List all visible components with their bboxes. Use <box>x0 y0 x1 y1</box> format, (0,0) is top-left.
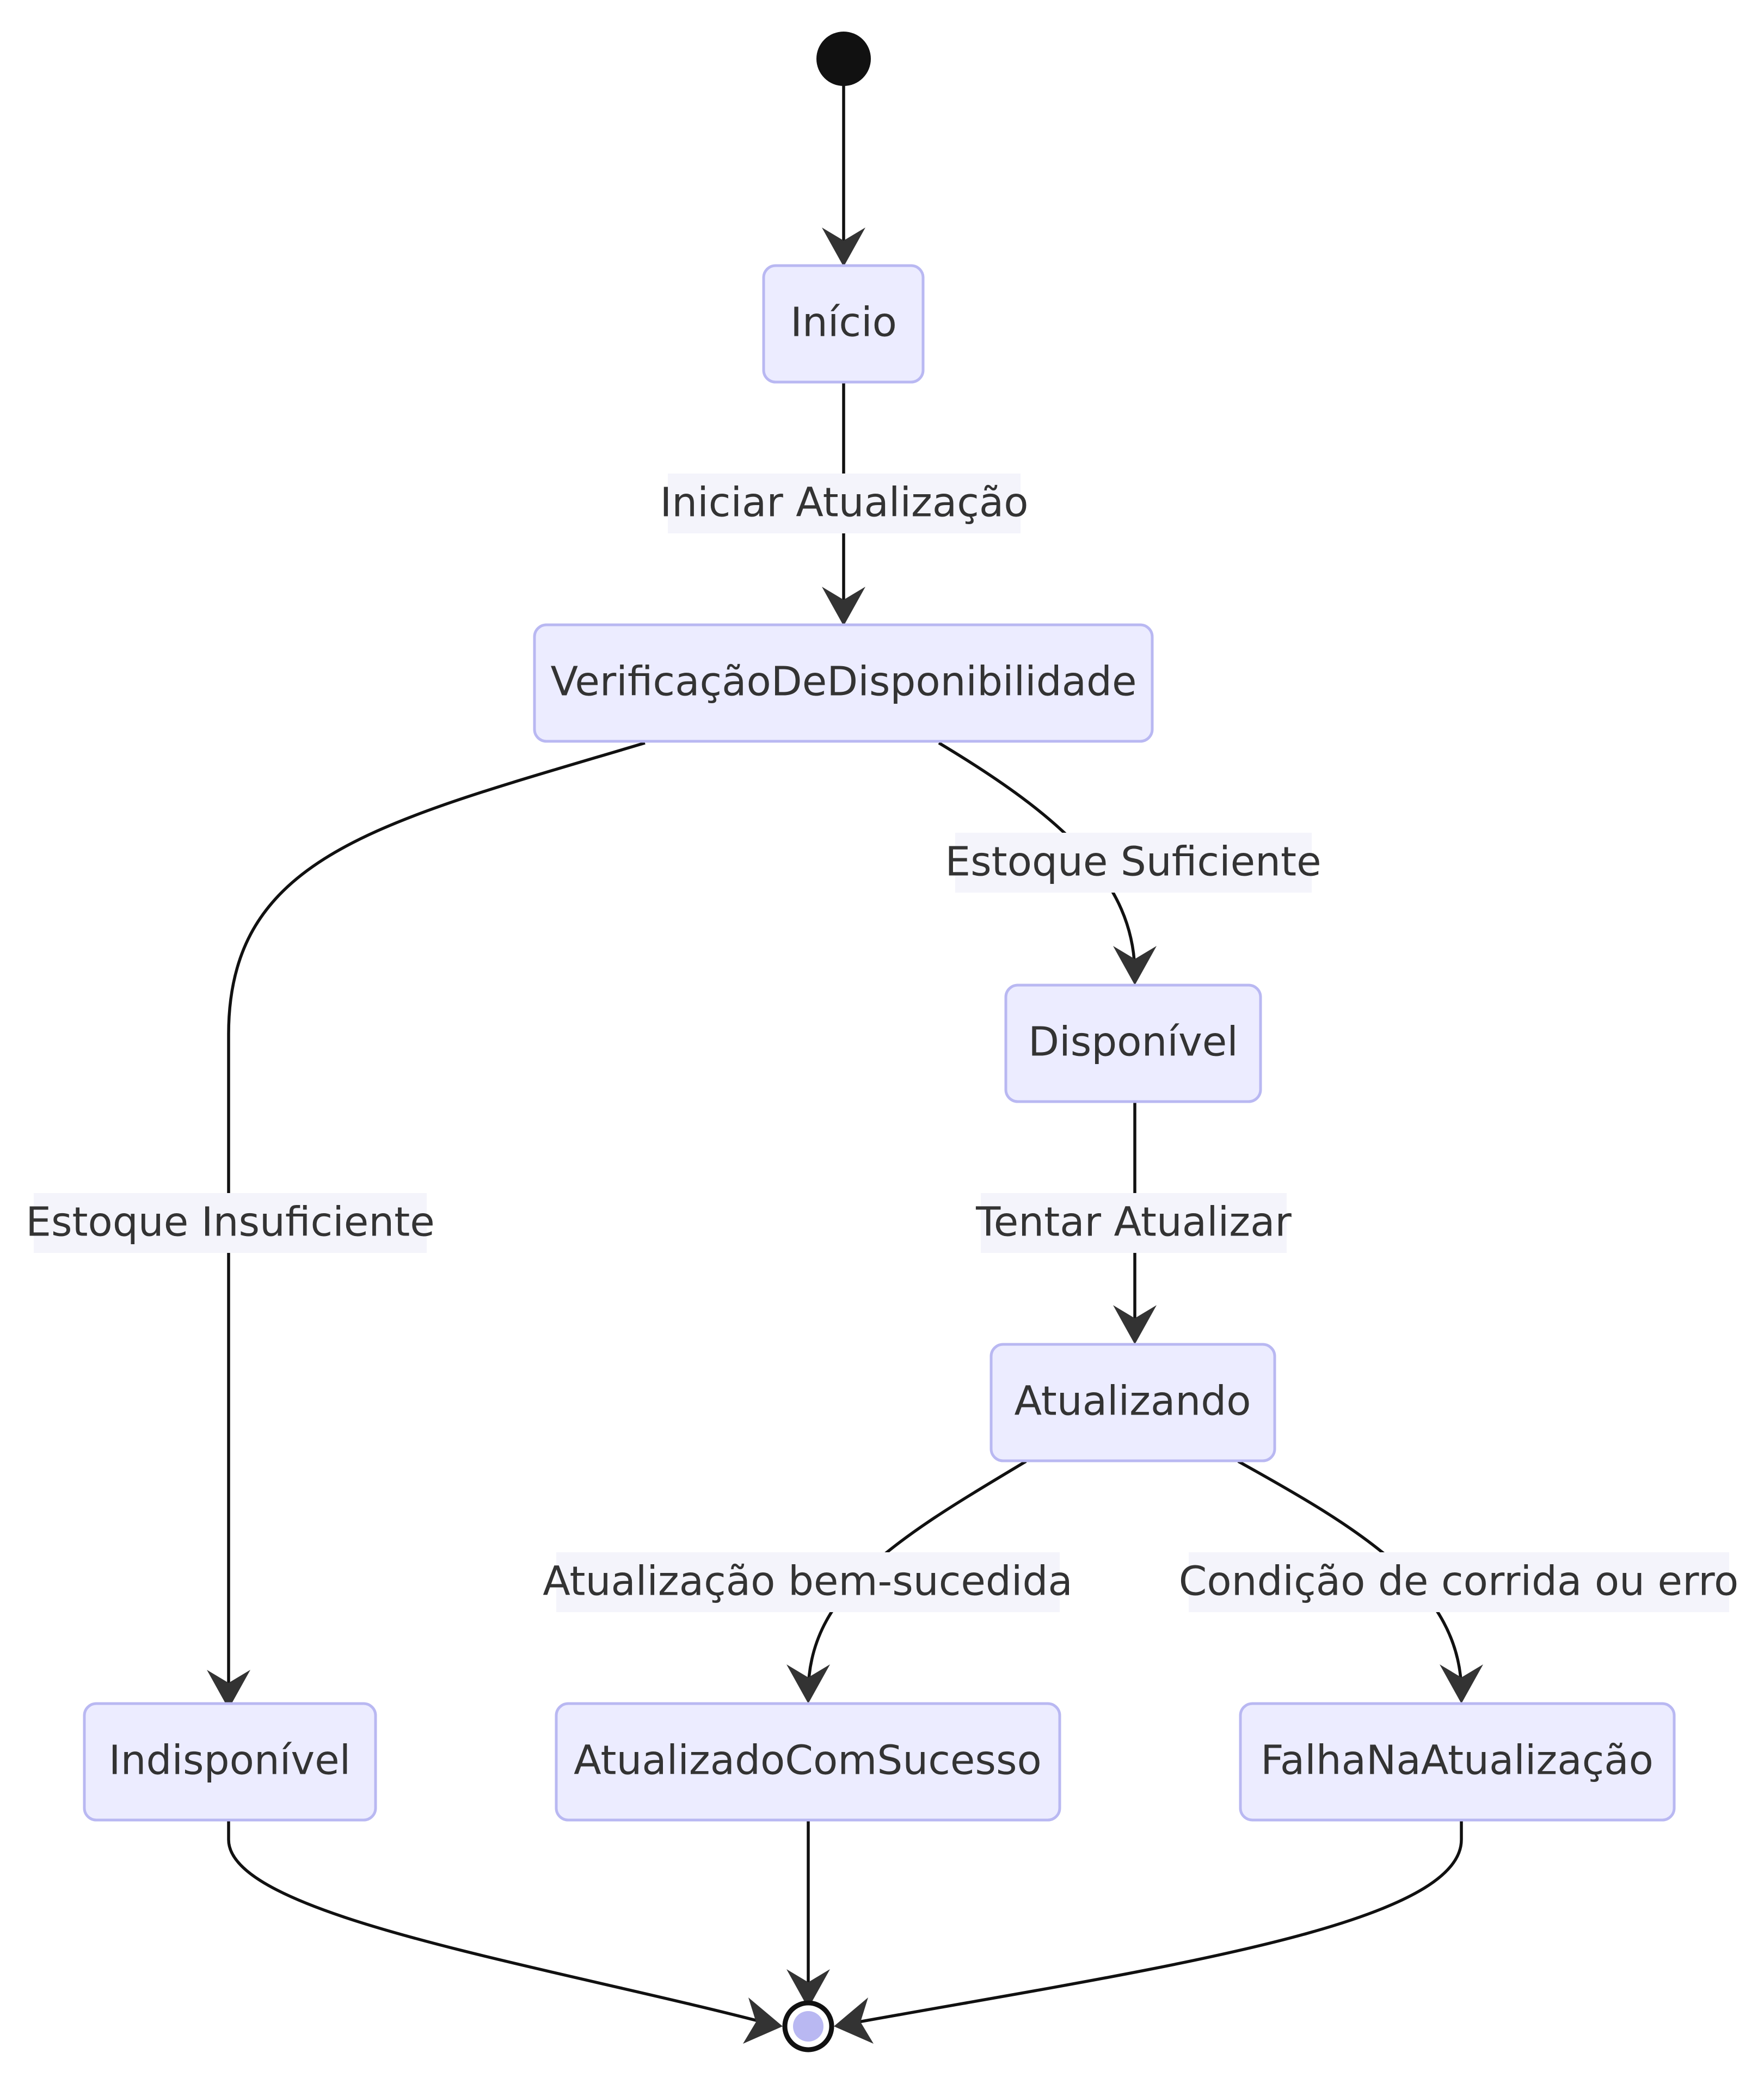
edge-verificacao-to-indisponivel <box>227 741 646 1698</box>
arrowhead-sucesso <box>786 1664 830 1704</box>
arrowhead-end-from-indisponivel <box>743 1997 783 2044</box>
state-indisponivel-label: Indisponível <box>109 1737 351 1784</box>
state-inicio-label: Início <box>790 299 897 346</box>
arrowhead-verificacao <box>822 587 865 626</box>
state-falha-label: FalhaNaAtualização <box>1261 1737 1654 1784</box>
edge-falha-to-end <box>843 1821 1463 2026</box>
arrowhead-end-from-falha <box>834 1997 874 2044</box>
end-state <box>782 2000 834 2052</box>
state-indisponivel: Indisponível <box>83 1702 377 1822</box>
transition-label-bem-sucedida: Atualização bem-sucedida <box>543 1552 1073 1612</box>
state-atualizando: Atualizando <box>989 1343 1276 1462</box>
state-inicio: Início <box>762 264 925 384</box>
transition-label-insuficiente: Estoque Insuficiente <box>26 1193 435 1253</box>
state-sucesso: AtualizadoComSucesso <box>555 1702 1061 1822</box>
transition-corrida-text: Condição de corrida ou erro <box>1179 1558 1739 1605</box>
state-disponivel-label: Disponível <box>1028 1019 1238 1066</box>
transition-label-iniciar: Iniciar Atualização <box>660 474 1029 533</box>
edge-indisponivel-to-end <box>227 1821 773 2026</box>
start-state <box>816 32 871 86</box>
arrowhead-falha <box>1440 1664 1483 1704</box>
transition-label-corrida: Condição de corrida ou erro <box>1179 1552 1739 1612</box>
state-falha: FalhaNaAtualização <box>1239 1702 1676 1822</box>
arrowhead-inicio <box>822 228 865 267</box>
transition-label-tentar: Tentar Atualizar <box>975 1193 1292 1253</box>
transition-iniciar-text: Iniciar Atualização <box>660 480 1028 526</box>
arrowhead-indisponivel <box>207 1670 250 1709</box>
state-atualizando-label: Atualizando <box>1014 1378 1251 1425</box>
state-verificacao: VerificaçãoDeDisponibilidade <box>533 623 1154 743</box>
arrowhead-end-from-sucesso <box>786 1969 830 2008</box>
transition-label-suficiente: Estoque Suficiente <box>945 833 1322 893</box>
arrowhead-atualizando <box>1113 1305 1157 1344</box>
transition-suficiente-text: Estoque Suficiente <box>945 839 1321 886</box>
transition-bem-sucedida-text: Atualização bem-sucedida <box>543 1558 1073 1605</box>
state-verificacao-label: VerificaçãoDeDisponibilidade <box>550 659 1136 705</box>
state-sucesso-label: AtualizadoComSucesso <box>574 1737 1042 1784</box>
transition-tentar-text: Tentar Atualizar <box>975 1199 1292 1246</box>
arrowhead-disponivel <box>1113 946 1157 985</box>
arrowheads <box>207 228 1483 2044</box>
transition-insuficiente-text: Estoque Insuficiente <box>26 1199 435 1246</box>
state-disponivel: Disponível <box>1004 983 1262 1103</box>
